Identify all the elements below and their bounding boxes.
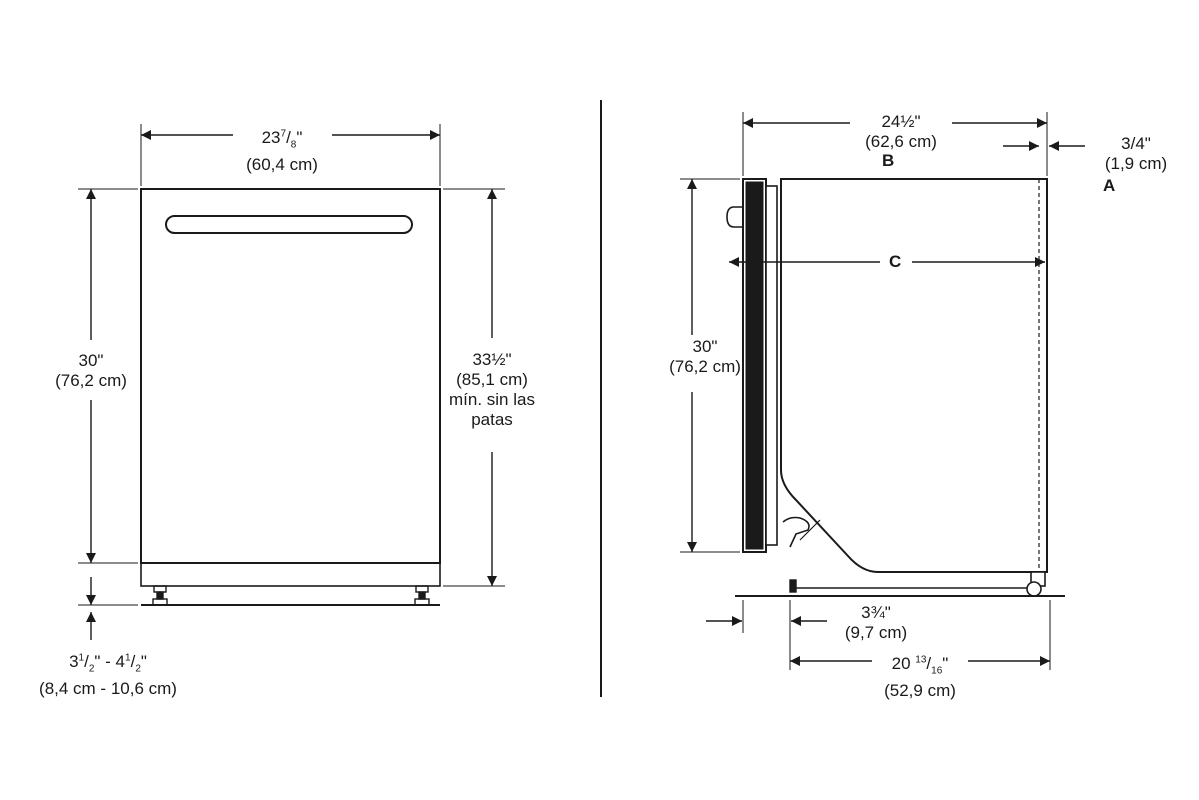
front-leg-left [152,585,168,606]
front-total-height-note-1: mín. sin las [449,390,535,409]
side-offset-label: 3/4" (1,9 cm) [1086,134,1186,174]
side-height-imperial: 30" [692,337,718,356]
side-height-metric: (76,2 cm) [669,357,741,376]
side-toe-label: 3¾" (9,7 cm) [826,603,926,643]
front-handle [165,215,413,234]
side-door-seal [765,185,778,546]
side-depth-label: 24½" (62,6 cm) [850,112,952,152]
front-leg-right [414,585,430,606]
front-height-imperial: 30" [78,351,104,370]
side-base-depth-imperial: 20 13/16" [891,653,949,677]
front-leg-range-metric: (8,4 cm - 10,6 cm) [39,679,177,699]
side-hinge-detail [782,516,810,548]
front-height-metric: (76,2 cm) [55,371,127,390]
side-height-label: 30" (76,2 cm) [655,337,755,377]
front-total-height-imperial: 33½" [472,350,512,369]
front-width-imperial: 237/8" [261,127,303,151]
front-total-height-note-2: patas [471,410,513,429]
front-total-height-metric: (85,1 cm) [456,370,528,389]
side-depth-metric: (62,6 cm) [865,132,937,151]
side-front-leg [789,579,797,593]
front-height-label: 30" (76,2 cm) [40,351,142,391]
front-toe-kick [140,562,441,587]
front-width-label: 237/8" (60,4 cm) [232,124,332,175]
side-base-depth-metric: (52,9 cm) [884,681,956,701]
front-view [78,124,505,640]
side-offset-imperial: 3/4" [1121,134,1151,153]
side-letter-b: B [882,151,895,170]
side-tub-outline [780,178,1048,573]
side-base-depth-label: 20 13/16" (52,9 cm) [870,650,970,701]
side-view [680,112,1085,670]
front-leg-range-label: 31/2" - 41/2" (8,4 cm - 10,6 cm) [18,648,198,699]
side-letter-a: A [1103,176,1116,195]
front-total-height-label: 33½" (85,1 cm) mín. sin las patas [436,350,548,430]
front-leg-range-imperial: 31/2" - 41/2" [69,651,147,675]
front-width-metric: (60,4 cm) [246,155,318,175]
side-door-panel [745,181,764,550]
side-toe-metric: (9,7 cm) [844,623,908,642]
side-depth-imperial: 24½" [881,112,921,131]
side-letter-c: C [889,252,902,271]
side-toe-imperial: 3¾" [861,603,891,622]
front-cabinet [140,188,441,564]
side-handle [726,206,743,228]
side-offset-metric: (1,9 cm) [1104,154,1168,173]
side-rear-wheel [1026,581,1042,597]
